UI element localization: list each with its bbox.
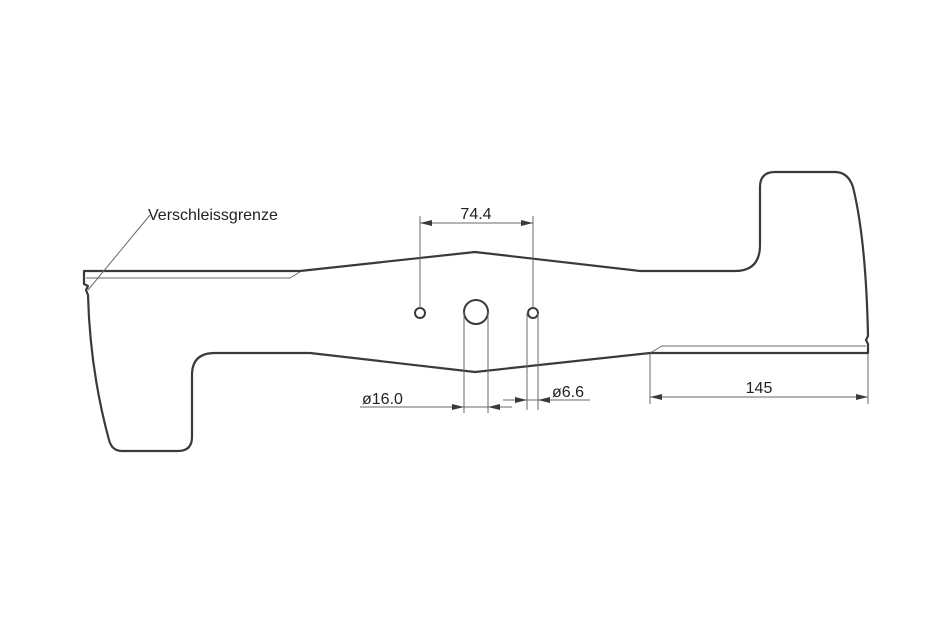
wear-limit-line-left xyxy=(86,271,301,279)
wear-limit-leader xyxy=(87,214,151,291)
blade-outline xyxy=(82,170,870,453)
wear-limit-line-right xyxy=(649,345,866,354)
center-hole xyxy=(463,299,489,325)
side-hole-right xyxy=(527,307,539,319)
arrow-icon xyxy=(420,220,432,226)
arrow-icon xyxy=(515,397,527,403)
dim-side-hole-diameter: ø6.6 xyxy=(552,384,584,401)
arrow-icon xyxy=(538,397,550,403)
arrow-icon xyxy=(650,394,662,400)
wear-limit-label: Verschleissgrenze xyxy=(148,207,278,224)
dim-center-hole-diameter: ø16.0 xyxy=(362,391,403,408)
dim-cutting-edge-length: 145 xyxy=(746,380,773,397)
arrow-icon xyxy=(521,220,533,226)
arrow-icon xyxy=(452,404,464,410)
dim-hole-spacing: 74.4 xyxy=(460,206,491,223)
arrow-icon xyxy=(488,404,500,410)
side-hole-left xyxy=(414,307,426,319)
arrow-icon xyxy=(856,394,868,400)
